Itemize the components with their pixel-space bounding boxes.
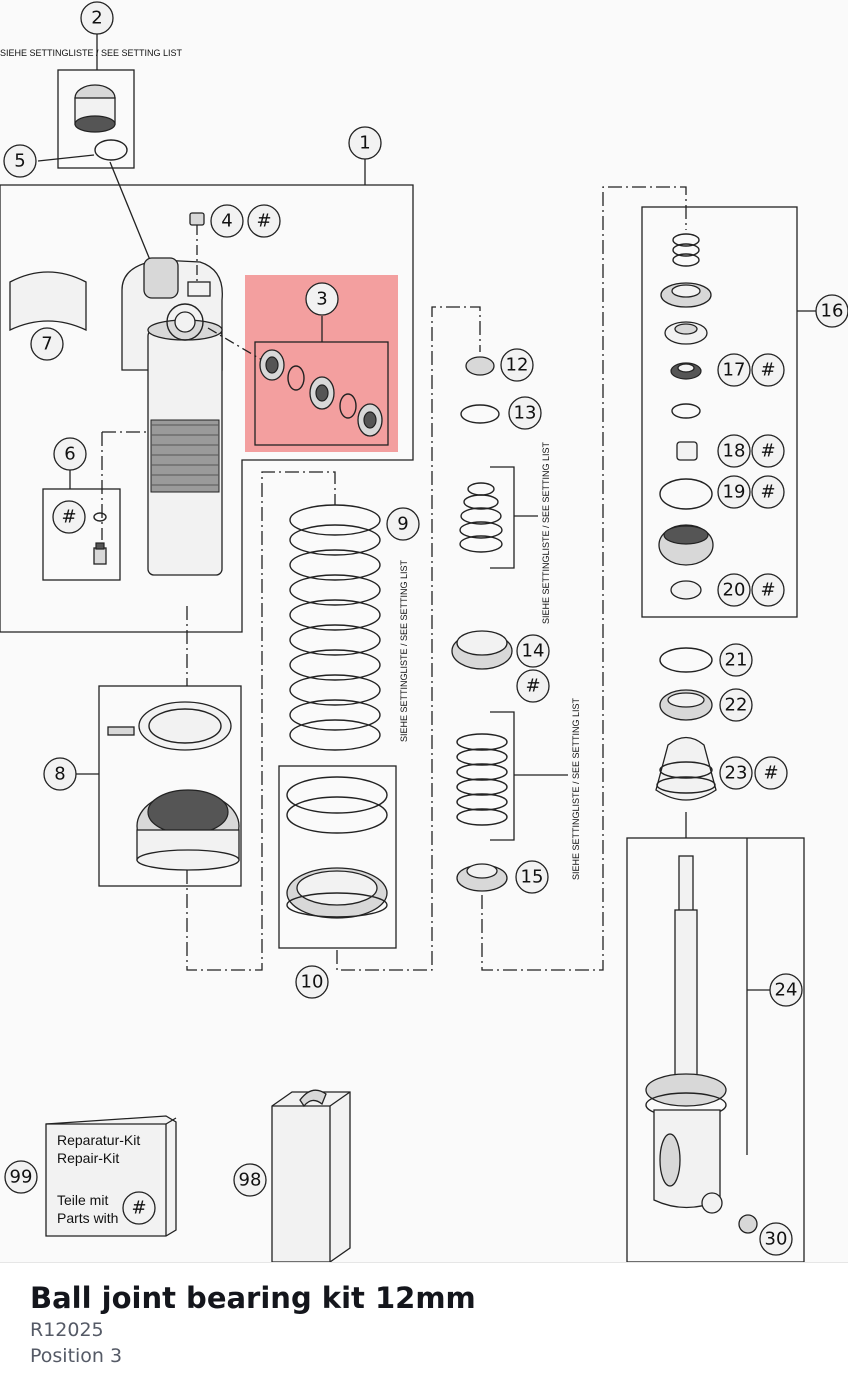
part-8-clamp-ring [107, 701, 240, 871]
callout-20[interactable]: 20 [717, 573, 751, 607]
callout-14[interactable]: 14 [516, 634, 550, 668]
callout-22[interactable]: 22 [719, 688, 753, 722]
svg-text:6: 6 [64, 444, 75, 465]
callout-2[interactable]: 2 [80, 1, 114, 35]
callout-14-hash[interactable]: # [516, 669, 550, 703]
callout-23-hash[interactable]: # [754, 756, 788, 790]
callout-12[interactable]: 12 [500, 348, 534, 382]
svg-text:12: 12 [506, 355, 529, 376]
shock-body [121, 257, 223, 576]
svg-text:#: # [61, 507, 76, 528]
part-2-adjuster [74, 84, 128, 161]
callout-17[interactable]: 17 [717, 353, 751, 387]
callout-23[interactable]: 23 [719, 756, 753, 790]
callout-20-hash[interactable]: # [751, 573, 785, 607]
part-10-spring-seats [286, 776, 388, 919]
callout-6[interactable]: 6 [53, 437, 87, 471]
setting-note-stack-1: SIEHE SETTINGLISTE / SEE SETTING LIST [541, 441, 551, 624]
callout-98[interactable]: 98 [233, 1163, 267, 1197]
product-code: R12025 [30, 1319, 104, 1341]
svg-text:1: 1 [359, 133, 370, 154]
svg-text:7: 7 [41, 334, 52, 355]
svg-text:#: # [760, 580, 775, 601]
product-caption: Ball joint bearing kit 12mm R12025 Posit… [0, 1262, 848, 1390]
svg-text:3: 3 [316, 289, 327, 310]
part-9-spring [289, 504, 381, 751]
svg-text:#: # [131, 1198, 146, 1219]
svg-text:#: # [760, 360, 775, 381]
part-24-piston-rod [645, 855, 758, 1234]
svg-text:Parts with: Parts with [57, 1210, 118, 1226]
callout-9[interactable]: 9 [386, 507, 420, 541]
callout-18-hash[interactable]: # [751, 434, 785, 468]
callout-99[interactable]: 99 [4, 1160, 38, 1194]
svg-text:#: # [760, 441, 775, 462]
callout-6-hash[interactable]: # [52, 500, 86, 534]
svg-text:13: 13 [514, 403, 537, 424]
svg-text:5: 5 [14, 151, 25, 172]
svg-text:20: 20 [723, 580, 746, 601]
callout-7[interactable]: 7 [30, 327, 64, 361]
svg-text:17: 17 [723, 360, 746, 381]
svg-text:8: 8 [54, 764, 65, 785]
svg-text:24: 24 [775, 980, 798, 1001]
setting-note-stack-2: SIEHE SETTINGLISTE / SEE SETTING LIST [571, 697, 581, 880]
parts-21-23 [655, 647, 717, 801]
callout-4-hash[interactable]: # [247, 204, 281, 238]
setting-note-top: SIEHE SETTINGLISTE / SEE SETTING LIST [0, 48, 183, 58]
callout-24[interactable]: 24 [769, 973, 803, 1007]
part-98-oil-can [271, 1089, 351, 1262]
svg-text:14: 14 [522, 641, 545, 662]
callout-8[interactable]: 8 [43, 757, 77, 791]
svg-text:21: 21 [725, 650, 748, 671]
callout-21[interactable]: 21 [719, 643, 753, 677]
svg-text:#: # [256, 211, 271, 232]
setting-note-spring: SIEHE SETTINGLISTE / SEE SETTING LIST [399, 559, 409, 742]
callout-15[interactable]: 15 [515, 860, 549, 894]
svg-text:15: 15 [521, 867, 544, 888]
part-4-screw [189, 212, 205, 282]
svg-text:Reparatur-Kit: Reparatur-Kit [57, 1132, 140, 1148]
svg-text:22: 22 [725, 695, 748, 716]
product-title: Ball joint bearing kit 12mm [30, 1281, 476, 1315]
svg-text:#: # [525, 676, 540, 697]
svg-text:99: 99 [10, 1167, 33, 1188]
svg-text:98: 98 [239, 1170, 262, 1191]
callout-10[interactable]: 10 [295, 965, 329, 999]
callout-1[interactable]: 1 [348, 126, 382, 160]
callout-16[interactable]: 16 [815, 294, 848, 328]
callout-13[interactable]: 13 [508, 396, 542, 430]
svg-text:30: 30 [765, 1229, 788, 1250]
svg-text:16: 16 [821, 301, 844, 322]
center-column-parts [451, 356, 513, 892]
callout-19[interactable]: 19 [717, 475, 751, 509]
callout-3[interactable]: 3 [305, 282, 339, 316]
callout-5[interactable]: 5 [3, 144, 37, 178]
svg-text:#: # [763, 763, 778, 784]
part-16-piston-group [658, 233, 714, 600]
svg-text:2: 2 [91, 8, 102, 29]
part-7-cover [9, 271, 87, 332]
exploded-parts-diagram: SIEHE SETTINGLISTE / SEE SETTING LIST [0, 0, 848, 1262]
part-99-repair-kit: Reparatur-Kit Repair-Kit Teile mit Parts… [45, 1115, 177, 1237]
svg-text:4: 4 [221, 211, 232, 232]
svg-text:Repair-Kit: Repair-Kit [57, 1150, 119, 1166]
svg-text:18: 18 [723, 441, 746, 462]
callout-4[interactable]: 4 [210, 204, 244, 238]
svg-text:#: # [760, 482, 775, 503]
part-6-valve [93, 512, 107, 565]
svg-text:Teile mit: Teile mit [57, 1192, 108, 1208]
callout-17-hash[interactable]: # [751, 353, 785, 387]
callout-18[interactable]: 18 [717, 434, 751, 468]
svg-text:23: 23 [725, 763, 748, 784]
svg-text:9: 9 [397, 514, 408, 535]
svg-text:10: 10 [301, 972, 324, 993]
svg-text:19: 19 [723, 482, 746, 503]
callout-19-hash[interactable]: # [751, 475, 785, 509]
callout-30[interactable]: 30 [759, 1222, 793, 1256]
product-position: Position 3 [30, 1345, 123, 1367]
part-3-bearing-kit[interactable] [259, 349, 383, 437]
